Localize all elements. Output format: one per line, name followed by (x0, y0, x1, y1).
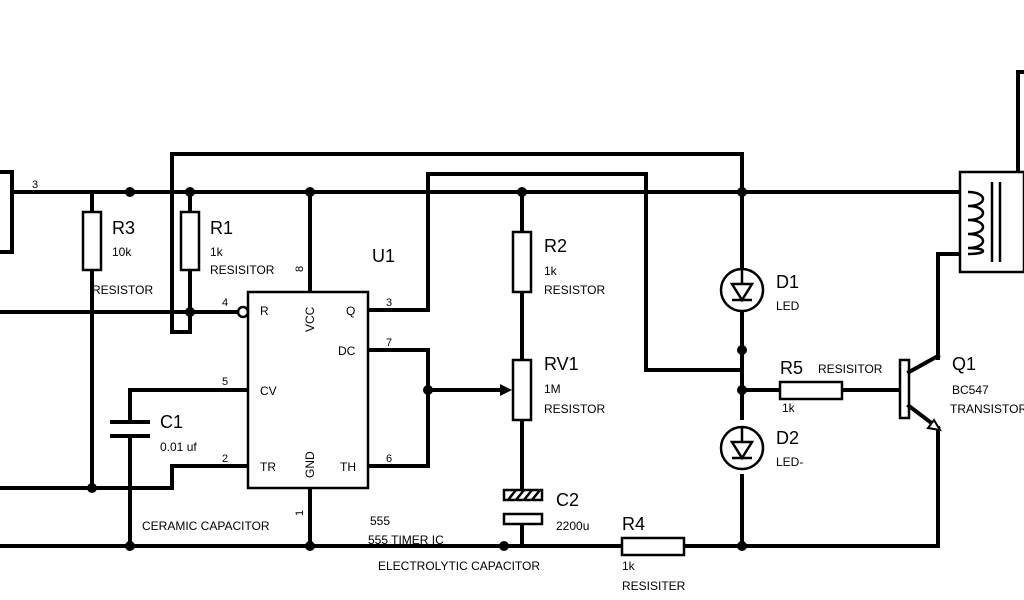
r1-value: 1k (210, 245, 224, 259)
junction-dot (737, 187, 747, 197)
rv1-ref: RV1 (544, 354, 579, 374)
rv1-wiper-arrow (500, 384, 512, 396)
junction-dot (185, 307, 195, 317)
pin-label-q: Q (346, 304, 355, 318)
r4-ref: R4 (622, 514, 645, 534)
timer-body (246, 290, 370, 490)
resistor-r5: R5 RESISITOR 1k (778, 358, 883, 415)
r5-value: 1k (782, 401, 796, 415)
r2-ref: R2 (544, 236, 567, 256)
pin-number-gnd: 1 (294, 510, 306, 516)
r2-value: 1k (544, 264, 558, 278)
timer-caption-1: 555 (370, 514, 390, 528)
junction-dot (185, 187, 195, 197)
transistor-q1: Q1 BC547 TRANSISTOR (898, 353, 1024, 432)
pin-number-q: 3 (386, 297, 392, 309)
pin-number-tr: 2 (222, 453, 228, 465)
pin-label-r: R (260, 304, 269, 318)
c1-value: 0.01 uf (160, 440, 197, 454)
c2-ref: C2 (556, 490, 579, 510)
junction-dot (499, 541, 509, 551)
capacitor-c2: C2 2200u ELECTROLYTIC CAPACITOR (378, 488, 589, 573)
timer-ref: U1 (372, 246, 395, 266)
r4-type: RESISITER (622, 579, 686, 593)
resistor-r1: R1 1k RESISITOR (179, 210, 275, 277)
resistor-r1-body (179, 210, 201, 272)
pin-label-th: TH (340, 460, 356, 474)
junction-dot (87, 483, 97, 493)
c2-plate-negative (502, 512, 544, 526)
resistor-r2-body (511, 230, 533, 294)
r3-type: RESISTOR (92, 283, 153, 297)
pin-label-cv: CV (260, 384, 277, 398)
r1-ref: R1 (210, 218, 233, 238)
d1-type: LED (776, 299, 800, 313)
resistor-r3: R3 10k RESISTOR (81, 210, 153, 297)
junction-dot (305, 541, 315, 551)
timer-caption-2: 555 TIMER IC (368, 533, 444, 547)
led-d2: D2 LED- (719, 425, 803, 471)
pin-label-dc: DC (338, 344, 356, 358)
c2-type: ELECTROLYTIC CAPACITOR (378, 559, 540, 573)
pin-label-gnd: GND (303, 451, 317, 478)
potentiometer-rv1: RV1 1M RESISTOR (500, 354, 605, 422)
d2-type: LED- (776, 455, 803, 469)
r3-value: 10k (112, 245, 132, 259)
wires (0, 70, 1024, 548)
capacitor-c1: C1 0.01 uf CERAMIC CAPACITOR (110, 412, 270, 533)
pin-label-vcc: VCC (303, 306, 317, 332)
junction-dot (737, 385, 747, 395)
r2-type: RESISTOR (544, 283, 605, 297)
c1-type: CERAMIC CAPACITOR (142, 519, 270, 533)
r5-type: RESISITOR (818, 362, 883, 376)
pin-number-r: 4 (222, 297, 228, 309)
q1-value: BC547 (952, 383, 989, 397)
r5-ref: R5 (780, 358, 803, 378)
led-d1: D1 LED (719, 267, 800, 313)
r4-value: 1k (622, 559, 636, 573)
pin-number-th: 6 (386, 453, 392, 465)
junction-dot (737, 345, 747, 355)
d1-ref: D1 (776, 272, 799, 292)
rv1-body (511, 358, 533, 422)
relay-coil-icon (967, 190, 985, 256)
junction-dot (517, 187, 527, 197)
q1-ref: Q1 (952, 354, 976, 374)
c2-value: 2200u (556, 519, 589, 533)
junction-dot (125, 541, 135, 551)
c1-ref: C1 (160, 412, 183, 432)
pin-label-tr: TR (260, 460, 276, 474)
r3-ref: R3 (112, 218, 135, 238)
q1-type: TRANSISTOR (950, 402, 1024, 416)
d2-ref: D2 (776, 428, 799, 448)
c2-hatch (507, 489, 541, 501)
left-pin-number: 3 (32, 179, 38, 191)
junction-dot (737, 541, 747, 551)
junction-dot (423, 385, 433, 395)
junction-dot (125, 187, 135, 197)
q1-collector (906, 353, 941, 375)
reset-bubble (236, 305, 250, 319)
resistor-r2: R2 1k RESISTOR (511, 230, 605, 297)
resistor-r4: R4 1k RESISITER (620, 514, 686, 593)
junction-dot (305, 187, 315, 197)
resistor-r4-body (620, 536, 686, 557)
timer-ic: R Q DC CV TR TH VCC GND 4 8 3 7 5 2 6 1 … (222, 246, 444, 547)
resistor-r5-body (778, 380, 844, 401)
pin-number-dc: 7 (386, 337, 392, 349)
pin-number-vcc: 8 (294, 266, 306, 272)
rv1-value: 1M (544, 382, 561, 396)
r1-type: RESISITOR (210, 263, 275, 277)
q1-emitter-arrow (926, 418, 942, 432)
resistor-r3-body (81, 210, 103, 272)
pin-number-cv: 5 (222, 376, 228, 388)
q1-base-bar (898, 358, 911, 420)
rv1-type: RESISTOR (544, 402, 605, 416)
relay (958, 170, 1024, 274)
